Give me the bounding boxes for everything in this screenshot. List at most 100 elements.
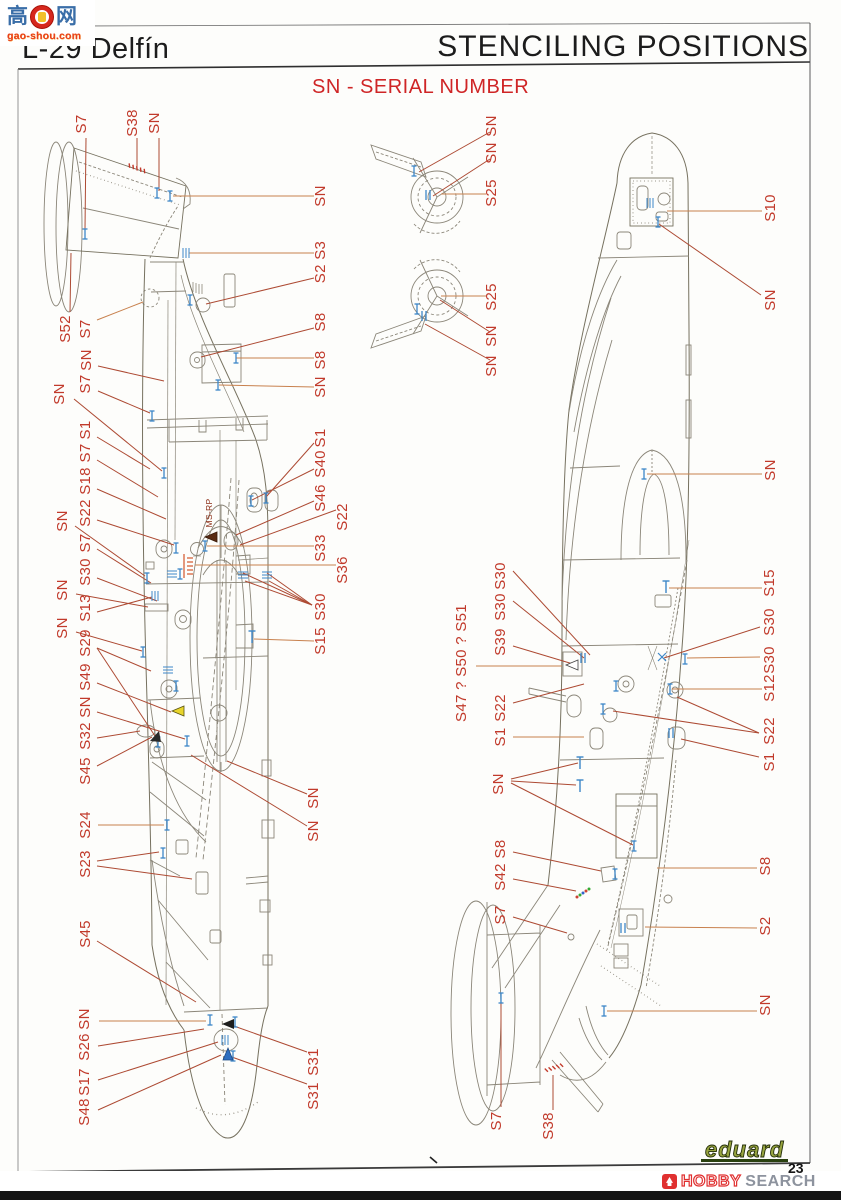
stencil-label: S30 (312, 593, 329, 621)
leader-line (96, 436, 151, 470)
leader-line (96, 596, 153, 613)
hobbysearch-word-search: SEARCH (745, 1172, 816, 1190)
stencil-mark (662, 580, 670, 593)
red-stencil-mark (128, 163, 146, 174)
stencil-label: S45 (77, 757, 94, 785)
leader-line (512, 878, 577, 892)
leader-line (612, 710, 760, 734)
leader-line (97, 365, 165, 382)
leader-line (228, 1055, 308, 1085)
stencil-label: SN (483, 115, 500, 136)
stencil-label: S26 (76, 1033, 93, 1061)
stencil-label: S15 (761, 569, 778, 597)
leader-line (512, 600, 585, 659)
stencil-label: SN (483, 142, 500, 163)
leader-line (680, 738, 760, 758)
stencil-label: SN (54, 617, 71, 638)
triangle-marker (222, 1046, 234, 1061)
stencil-mark (576, 779, 584, 792)
leader-line (226, 760, 308, 795)
stencil-mark (600, 703, 606, 715)
leader-line (658, 223, 762, 296)
leader-line (676, 696, 760, 734)
stencil-label: S10 (762, 194, 779, 222)
stencil-label: S46 (312, 484, 329, 512)
stencil-label: MS-RP (204, 499, 214, 528)
leader-line (96, 577, 158, 602)
leader-line (96, 711, 186, 740)
stencil-label: S38 (540, 1112, 557, 1140)
stencil-mark (498, 992, 504, 1004)
leader-line (644, 926, 758, 929)
stencil-label: S1 (492, 728, 509, 747)
legend-serial-number: SN - SERIAL NUMBER (312, 76, 530, 98)
stencil-label: S39 (492, 628, 509, 656)
stencil-mark (207, 1014, 213, 1026)
red-stencil-mark (544, 1063, 564, 1073)
stencil-label: S47 ? S50 ? S51 (453, 604, 470, 722)
leader-line (686, 656, 761, 659)
stencil-label: S22 (334, 503, 351, 531)
stencil-label: S25 (483, 283, 500, 311)
leader-line (75, 593, 149, 608)
leader-line (190, 754, 308, 827)
stencil-label: S24 (77, 811, 94, 839)
stencil-mark (187, 294, 193, 306)
stencil-mark (613, 680, 619, 692)
stencil-label: SN (77, 696, 94, 717)
stencil-label: SN (146, 112, 163, 133)
watermark-char-2: 网 (56, 5, 77, 28)
leader-line (418, 131, 491, 173)
stencil-label: S1 (312, 429, 329, 448)
leader-line (239, 509, 337, 546)
stencil-label: S15 (312, 627, 329, 655)
stencil-label: S22 (492, 694, 509, 722)
stencil-mark (82, 228, 88, 240)
bottom-black-bar (0, 1191, 841, 1200)
eduard-brand-logo: eduard (701, 1138, 789, 1162)
hobbysearch-watermark: HOBBY SEARCH (662, 1171, 816, 1192)
stencil-label: S52 (57, 315, 74, 343)
stencil-label: SN (54, 510, 71, 531)
stencil-mark (425, 190, 431, 200)
leader-line (439, 299, 491, 333)
stencil-label: S8 (492, 840, 509, 859)
stencil-mark (167, 190, 173, 202)
leader-line (512, 645, 574, 665)
leader-line (75, 631, 143, 652)
stencil-text-mark (646, 198, 654, 208)
stencil-label: S36 (334, 556, 351, 584)
stencil-label: S30 (761, 608, 778, 636)
red-stencil-mark (183, 554, 193, 578)
wheel-detail-upper (370, 144, 469, 234)
leader-line (512, 916, 568, 934)
stencil-text-mark (163, 666, 173, 674)
stencil-label: S45 (77, 920, 94, 948)
color-dots-mark (575, 887, 591, 899)
stencil-label: SN (312, 185, 329, 206)
stencil-label: S18 (77, 467, 94, 495)
stencil-mark (173, 542, 179, 554)
stencil-label: S7 (77, 534, 94, 553)
leader-line (268, 580, 313, 606)
leader-line (510, 782, 634, 846)
stencil-label: SN (762, 459, 779, 480)
stencil-label: S7 (73, 115, 90, 134)
right-aircraft-bottom-view (450, 132, 692, 1126)
stencil-mark (248, 630, 256, 643)
triangle-marker (170, 705, 185, 717)
stencil-mark (215, 379, 221, 391)
stencil-label: S22 (761, 717, 778, 745)
stencil-label: S1 (77, 421, 94, 440)
leader-line (218, 384, 315, 388)
stencil-label: SN (54, 579, 71, 600)
stencil-mark (414, 303, 420, 315)
stencil-mark (655, 216, 661, 228)
triangle-marker (222, 1019, 234, 1029)
stencil-label: S31 (305, 1048, 322, 1076)
leader-line (96, 548, 152, 584)
stencil-text-mark (221, 1035, 229, 1045)
stencil-label: SN (490, 773, 507, 794)
